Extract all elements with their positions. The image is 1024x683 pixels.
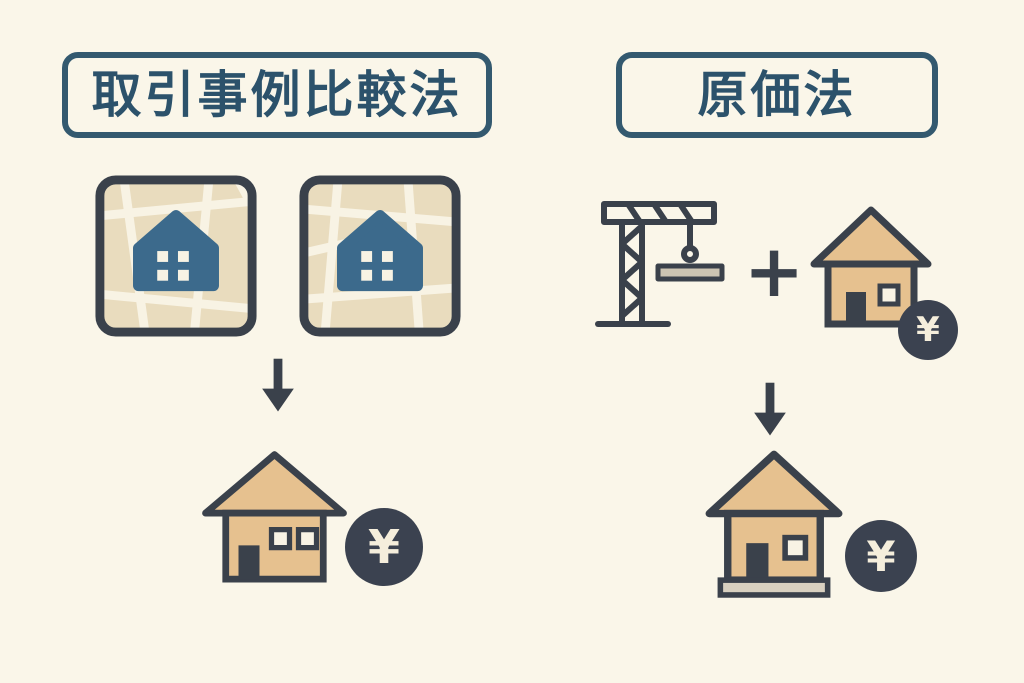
left-method-title: 取引事例比較法 xyxy=(91,66,463,124)
left-yen-coin-icon: ¥ xyxy=(345,508,423,586)
left-method-title-box: 取引事例比較法 xyxy=(62,52,492,138)
construction-crane-icon xyxy=(592,182,744,332)
map-with-house-icon xyxy=(95,175,257,337)
yen-symbol: ¥ xyxy=(916,310,940,350)
plus-icon: + xyxy=(744,235,804,307)
right-result-yen-coin-icon: ¥ xyxy=(845,520,917,592)
right-cost-house-icon xyxy=(806,202,936,332)
blue-house-icon xyxy=(133,210,219,292)
map-tile-1 xyxy=(92,172,260,340)
blue-house-icon xyxy=(337,210,423,292)
left-result-house-icon xyxy=(192,425,357,605)
right-down-arrow-icon xyxy=(748,380,792,440)
right-house-yen-coin-icon: ¥ xyxy=(898,300,958,360)
right-method-title: 原価法 xyxy=(697,66,857,124)
map-tile-2 xyxy=(296,172,464,340)
yen-symbol: ¥ xyxy=(367,520,400,574)
right-result-house-icon xyxy=(700,445,848,608)
right-method-title-box: 原価法 xyxy=(616,52,938,138)
yen-symbol: ¥ xyxy=(866,531,896,581)
plus-symbol: + xyxy=(743,229,805,313)
map-with-house-icon xyxy=(299,175,461,337)
left-down-arrow-icon xyxy=(256,356,300,416)
